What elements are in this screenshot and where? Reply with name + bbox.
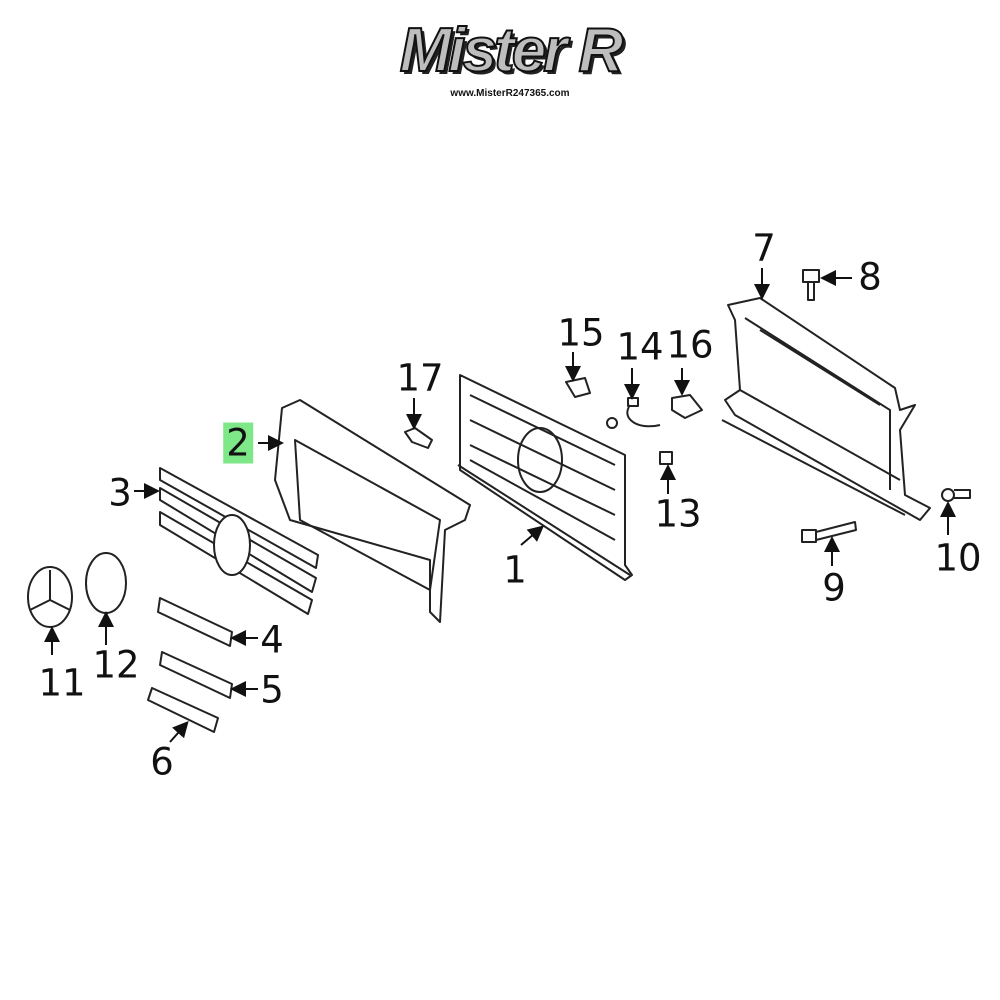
callout-11[interactable]: 11	[38, 661, 86, 705]
part-1-grille[interactable]	[457, 374, 633, 581]
callout-15[interactable]: 15	[557, 311, 605, 355]
part-10-screw[interactable]	[941, 488, 971, 502]
part-8-bolt[interactable]	[802, 269, 820, 301]
part-2-grille-frame[interactable]	[274, 399, 471, 623]
leader-arrows	[44, 268, 956, 743]
part-17-clip[interactable]	[404, 427, 433, 449]
callout-13[interactable]: 13	[654, 492, 702, 536]
callout-2-highlighted[interactable]: 2	[223, 422, 253, 464]
part-3-grille-bars[interactable]	[159, 467, 319, 615]
part-9-bolt[interactable]	[801, 521, 857, 543]
callout-17[interactable]: 17	[396, 356, 444, 400]
callout-10[interactable]: 10	[934, 536, 982, 580]
part-16-sensor[interactable]	[671, 394, 703, 419]
part-15-bracket[interactable]	[565, 377, 591, 398]
part-5-trim[interactable]	[159, 651, 233, 699]
part-11-star-emblem[interactable]	[27, 566, 73, 628]
logo-url: www.MisterR247365.com	[450, 88, 570, 99]
part-13-nut[interactable]	[659, 451, 673, 465]
callout-6[interactable]: 6	[150, 740, 174, 784]
callout-12[interactable]: 12	[92, 643, 140, 687]
logo-brand: Mister R	[399, 16, 625, 85]
callout-14[interactable]: 14	[616, 325, 664, 369]
part-7-radiator-support[interactable]	[721, 297, 931, 521]
callout-4[interactable]: 4	[260, 618, 284, 662]
part-14-sensor-harness[interactable]	[606, 397, 661, 429]
callout-9[interactable]: 9	[822, 566, 846, 610]
logo: Mister R www.MisterR247365.com	[395, 16, 625, 100]
callout-7[interactable]: 7	[752, 226, 776, 270]
callout-3[interactable]: 3	[108, 471, 132, 515]
part-12-emblem-ring[interactable]	[85, 552, 127, 614]
callout-5[interactable]: 5	[260, 668, 284, 712]
callout-1[interactable]: 1	[503, 548, 527, 592]
callout-16[interactable]: 16	[666, 323, 714, 367]
part-6-trim[interactable]	[147, 687, 219, 733]
callout-8[interactable]: 8	[858, 255, 882, 299]
part-4-trim[interactable]	[157, 597, 233, 647]
